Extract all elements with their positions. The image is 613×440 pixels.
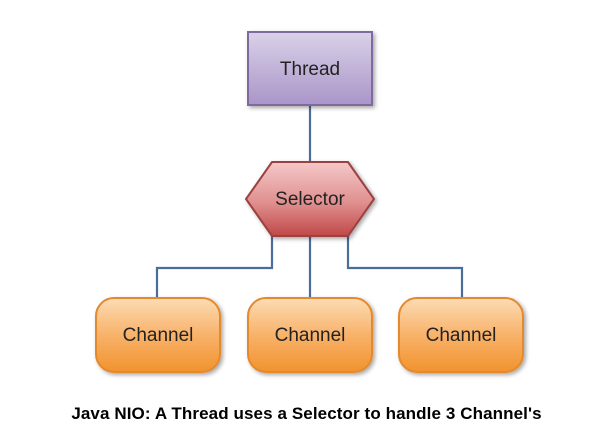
selector-channel-3-connector [346,236,464,298]
channel-box [95,297,221,373]
selector-channel-1-connector [155,236,274,298]
channel-box [398,297,524,373]
thread-box [247,31,373,106]
selector-hexagon [244,161,376,237]
channel-node-1: Channel [95,297,221,373]
thread-node: Thread [247,31,373,106]
thread-label: Thread [280,59,340,80]
nio-diagram: Thread Selector Channel Channel Channel [95,31,524,373]
connectors [155,105,464,298]
selector-label: Selector [275,189,345,210]
channel-label: Channel [426,325,497,346]
channel-label: Channel [275,325,346,346]
channel-label: Channel [123,325,194,346]
channel-box [247,297,373,373]
selector-node: Selector [244,161,376,237]
channel-node-3: Channel [398,297,524,373]
channel-node-2: Channel [247,297,373,373]
diagram-caption: Java NIO: A Thread uses a Selector to ha… [71,404,542,423]
